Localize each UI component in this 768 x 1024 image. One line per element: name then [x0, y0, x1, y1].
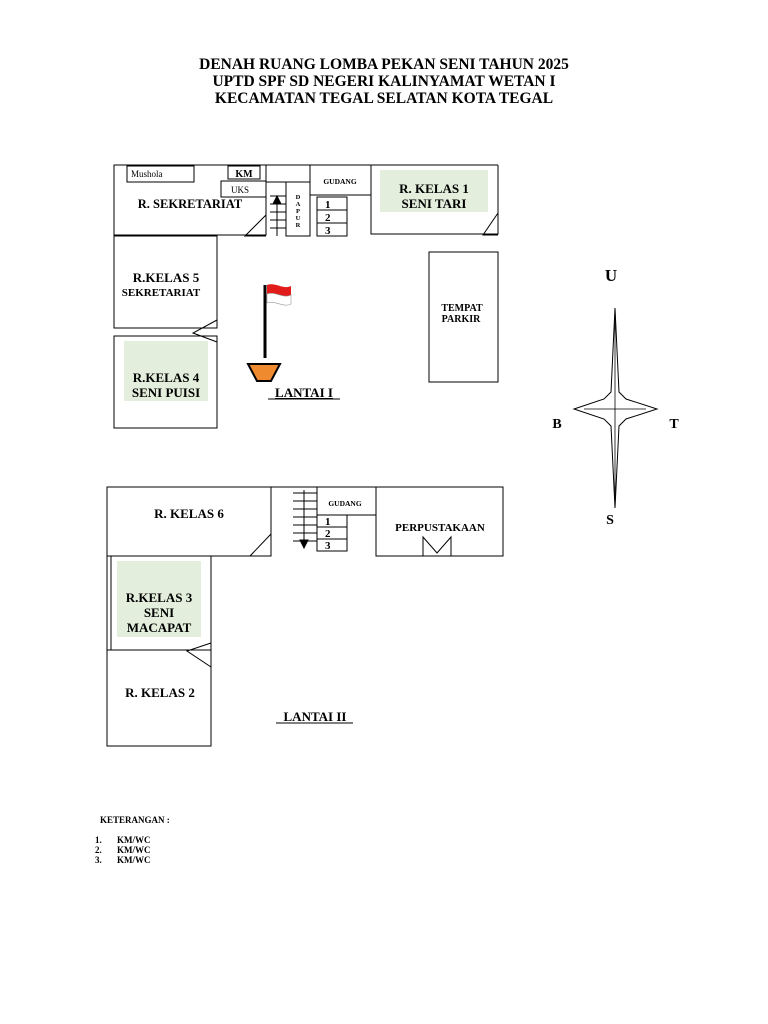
- title-line-1: DENAH RUANG LOMBA PEKAN SENI TAHUN 2025: [199, 56, 569, 73]
- legend-item-text: KM/WC: [117, 855, 151, 865]
- room-kelas-6: [106, 486, 272, 557]
- label-kelas-5-line2: SEKRETARIAT: [122, 287, 201, 299]
- label-kelas-1-line2: SENI TARI: [402, 196, 467, 211]
- label-parkir-line1: TEMPAT: [441, 303, 483, 314]
- legend-item-text: KM/WC: [117, 835, 151, 845]
- label-perpustakaan: PERPUSTAKAAN: [395, 522, 485, 534]
- label-mushola: Mushola: [131, 169, 163, 179]
- room-perpustakaan: [375, 486, 504, 557]
- label-lantai-2: LANTAI II: [284, 709, 347, 724]
- label-parkir-line2: PARKIR: [442, 314, 481, 325]
- label-km: KM: [235, 169, 253, 180]
- compass-east: T: [669, 417, 679, 432]
- label-uks: UKS: [231, 185, 249, 195]
- label-dapur-d: D: [296, 194, 301, 201]
- label-kelas-3-line2: SENI: [144, 605, 174, 620]
- label-kelas-2: R. KELAS 2: [125, 685, 195, 700]
- legend-item-num: 3.: [95, 855, 102, 865]
- parking-area: [428, 251, 499, 383]
- room-kelas-5: [113, 235, 218, 329]
- label-lantai-1: LANTAI I: [275, 385, 333, 400]
- room-mushola: [126, 165, 195, 183]
- room-kelas-4: [113, 335, 218, 429]
- legend-item: 2. KM/WC: [95, 845, 151, 855]
- title-line-3: KECAMATAN TEGAL SELATAN KOTA TEGAL: [214, 90, 554, 107]
- highlight-kelas-3: [117, 561, 201, 637]
- compass-south: S: [606, 513, 614, 528]
- label-kelas-6: R. KELAS 6: [154, 506, 224, 521]
- label-kelas-5-line1: R.KELAS 5: [133, 270, 200, 285]
- label-dapur-r: R: [296, 222, 301, 229]
- compass-north: U: [605, 266, 617, 285]
- legend-list: 1. KM/WC 2. KM/WC 3. KM/WC: [95, 835, 151, 865]
- label-sekretariat: R. SEKRETARIAT: [138, 197, 243, 211]
- room-kelas-2: [106, 649, 212, 747]
- label-gudang-1: GUDANG: [323, 177, 356, 186]
- label-dapur-p: P: [296, 208, 300, 215]
- room-km: [227, 165, 261, 180]
- legend-item-text: KM/WC: [117, 845, 151, 855]
- room-kelas-1: [370, 165, 499, 235]
- highlight-kelas-4: [124, 341, 208, 401]
- label-kelas-4-line1: R.KELAS 4: [133, 370, 200, 385]
- label-dapur-u: U: [296, 215, 301, 222]
- highlight-kelas-1: [380, 170, 488, 212]
- label-toilet-2-3: 3: [325, 540, 331, 552]
- label-gudang-2: GUDANG: [328, 499, 361, 508]
- label-toilet-2: 2: [325, 212, 331, 224]
- title-line-2: UPTD SPF SD NEGERI KALINYAMAT WETAN I: [212, 73, 556, 90]
- legend-item-num: 2.: [95, 845, 102, 855]
- label-toilet-2-2: 2: [325, 528, 331, 540]
- label-toilet-2-1: 1: [325, 516, 331, 528]
- label-dapur-a: A: [296, 201, 301, 208]
- label-toilet-1: 1: [325, 199, 331, 211]
- compass-west: B: [552, 417, 561, 432]
- label-kelas-3-line1: R.KELAS 3: [126, 590, 193, 605]
- legend-item: 3. KM/WC: [95, 855, 151, 865]
- legend-item: 1. KM/WC: [95, 835, 151, 845]
- legend-item-num: 1.: [95, 835, 102, 845]
- legend: KETERANGAN :: [100, 815, 170, 825]
- flag-icon: [246, 284, 292, 382]
- label-kelas-4-line2: SENI PUISI: [132, 385, 200, 400]
- label-toilet-3: 3: [325, 225, 331, 237]
- legend-heading: KETERANGAN :: [100, 815, 170, 825]
- label-kelas-1-line1: R. KELAS 1: [399, 181, 469, 196]
- compass-icon: [572, 307, 659, 509]
- label-kelas-3-line3: MACAPAT: [127, 620, 192, 635]
